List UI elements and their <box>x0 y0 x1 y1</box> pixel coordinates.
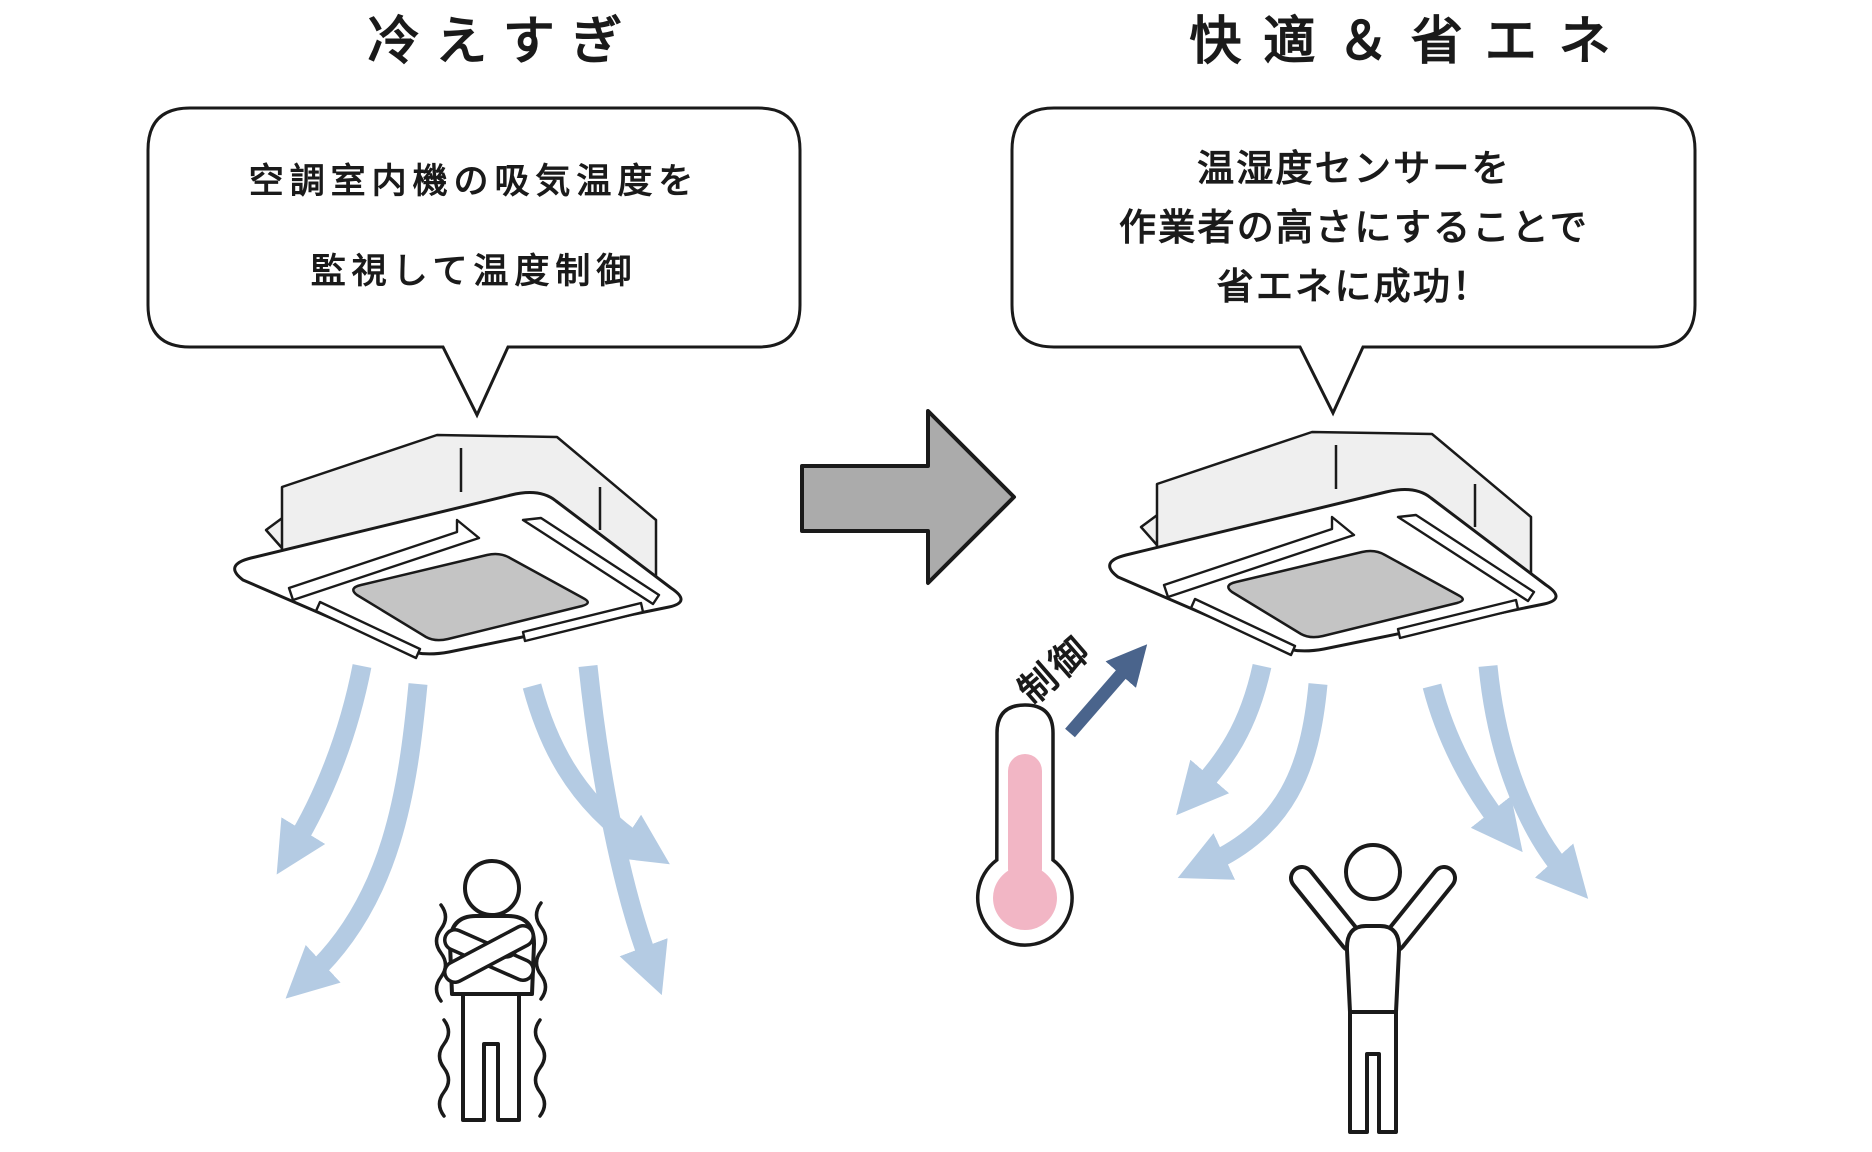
right-title: 快適＆省エネ <box>1189 12 1633 72</box>
airflow-stream-icon <box>276 664 372 875</box>
airflow-stream-icon <box>1176 663 1272 816</box>
airflow-arrows-left <box>276 664 670 999</box>
control-arrow-icon <box>1065 644 1148 738</box>
shiver-lines-icon <box>434 901 548 1118</box>
bubble-line: 監視して温度制御 <box>310 251 638 292</box>
happy-person-icon <box>1289 843 1457 1134</box>
airflow-stream-icon <box>578 665 668 996</box>
bubble-line: 空調室内機の吸気温度を <box>248 162 700 203</box>
thermometer-bulb-icon <box>993 866 1057 930</box>
airflow-stream-icon <box>1478 665 1589 899</box>
crossed-arms-icon <box>443 924 535 984</box>
thermometer-mercury-icon <box>1008 754 1042 886</box>
bubble-line: 省エネに成功！ <box>1216 265 1492 309</box>
thermometer-icon <box>975 703 1074 947</box>
airflow-stream-icon <box>1422 683 1523 853</box>
airflow-stream-icon <box>1177 683 1328 880</box>
airflow-stream-icon <box>285 683 428 999</box>
bubble-line: 温湿度センサーを <box>1197 146 1511 190</box>
ac-unit-right-icon <box>1108 430 1558 657</box>
left-bubble-text: 空調室内機の吸気温度を 監視して温度制御 <box>160 108 788 347</box>
speech-bubble-right <box>1010 106 1697 417</box>
transition-arrow-icon <box>800 409 1016 585</box>
raised-arms-icon <box>1289 865 1457 953</box>
cold-person-icon <box>434 859 548 1122</box>
bubble-line: 作業者の高さにすることで <box>1119 205 1589 249</box>
ac-unit-left-icon <box>233 433 683 660</box>
left-title: 冷えすぎ <box>367 12 638 72</box>
airflow-arrows-right <box>1176 663 1589 899</box>
right-bubble-text: 温湿度センサーを 作業者の高さにすることで 省エネに成功！ <box>1024 108 1684 347</box>
speech-bubble-left <box>146 106 802 419</box>
